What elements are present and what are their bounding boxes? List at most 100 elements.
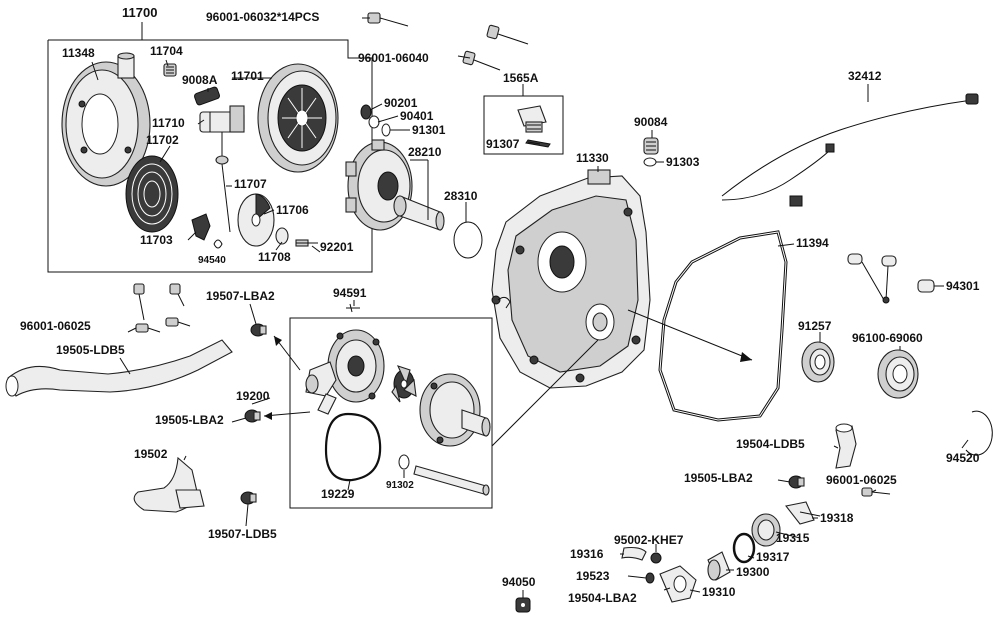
pump-impeller	[391, 365, 417, 403]
label-11394: 11394	[796, 236, 829, 250]
bolt-06025-right	[861, 487, 891, 497]
label-96001-06025-left: 96001-06025	[20, 319, 91, 333]
clamp-19507-lba2	[250, 323, 267, 337]
ring-91303	[643, 157, 657, 167]
starter-rope	[215, 132, 231, 233]
clamp-19507-ldb5	[240, 491, 257, 505]
label-90201: 90201	[384, 96, 418, 110]
label-96001-06025-right: 96001-06025	[826, 473, 897, 487]
label-96001-06032: 96001-06032*14PCS	[206, 10, 320, 24]
label-11348: 11348	[62, 46, 95, 60]
label-9008A: 9008A	[182, 73, 218, 87]
label-94301: 94301	[946, 279, 980, 293]
pad-part	[194, 86, 220, 106]
recoil-pulley	[257, 63, 339, 173]
label-95002-khe7: 95002-KHE7	[614, 533, 684, 547]
label-19300: 19300	[736, 565, 770, 579]
clamp-95002	[650, 552, 662, 564]
washer	[275, 227, 289, 245]
label-92201: 92201	[320, 240, 354, 254]
o-ring-19317	[732, 532, 756, 564]
starter-handle	[199, 105, 245, 133]
cover-gasket	[658, 230, 788, 422]
drain-plug	[517, 105, 547, 133]
label-91307: 91307	[486, 137, 520, 151]
label-11700: 11700	[122, 5, 158, 20]
label-94540: 94540	[198, 255, 226, 266]
label-90084: 90084	[634, 115, 668, 129]
label-32412: 32412	[848, 69, 882, 83]
crankcase-cover	[491, 169, 651, 389]
label-28210: 28210	[408, 145, 442, 159]
label-19504-ldb5: 19504-LDB5	[736, 437, 805, 451]
spiral-spring	[125, 155, 179, 233]
ball-bearing	[877, 349, 919, 399]
pin-94591	[346, 303, 360, 313]
bolt-06040-a	[486, 24, 529, 45]
clamp-19505-lba2-left	[244, 409, 261, 423]
label-19200: 19200	[236, 389, 270, 403]
small-bolt	[295, 239, 318, 247]
label-11706: 11706	[276, 203, 309, 217]
label-91301: 91301	[412, 123, 446, 137]
bolts-06025-left	[133, 283, 191, 333]
bolt-06032	[367, 12, 409, 27]
small-clip	[213, 239, 223, 249]
label-19504-lba2: 19504-LBA2	[568, 591, 637, 605]
label-90401: 90401	[400, 109, 434, 123]
group-frame-11700	[47, 39, 373, 273]
pump-gasket	[324, 412, 382, 482]
label-28310: 28310	[444, 189, 478, 203]
ring-91301	[381, 123, 391, 137]
short-coolant-hose	[133, 456, 205, 513]
label-19523: 19523	[576, 569, 610, 583]
label-11708: 11708	[258, 250, 291, 264]
label-91257: 91257	[798, 319, 832, 333]
label-11701: 11701	[231, 69, 264, 83]
clip-near-cover	[497, 296, 511, 309]
clamp-19505-lba2-right	[788, 475, 805, 489]
o-ring-91302	[398, 454, 410, 470]
recoil-housing	[61, 52, 151, 187]
spring-90084	[643, 137, 659, 155]
label-96001-06040: 96001-06040	[358, 51, 429, 65]
label-19505-lba2-left: 19505-LBA2	[155, 413, 224, 427]
label-19315: 19315	[776, 531, 810, 545]
label-11703: 11703	[140, 233, 173, 247]
label-19318: 19318	[820, 511, 854, 525]
friction-plate	[237, 193, 275, 247]
label-11704: 11704	[150, 44, 183, 58]
thermostat-housing	[659, 565, 697, 603]
pump-housing	[419, 373, 491, 447]
label-19505-lba2-right: 19505-LBA2	[684, 471, 753, 485]
nut-94050	[515, 597, 531, 613]
label-91302: 91302	[386, 480, 414, 491]
label-11710: 11710	[152, 116, 185, 130]
group-frame-19200	[289, 317, 493, 509]
label-94520: 94520	[946, 451, 980, 465]
thermostat	[707, 551, 731, 581]
label-11702: 11702	[146, 133, 179, 147]
label-19310: 19310	[702, 585, 736, 599]
hose-19504-ldb5	[835, 423, 857, 469]
label-1565A: 1565A	[503, 71, 539, 85]
label-19229: 19229	[321, 487, 355, 501]
oil-seal	[801, 341, 835, 383]
bolt-06040-b	[462, 50, 501, 71]
label-96100-69060: 96100-69060	[852, 331, 923, 345]
label-19505-ldb5: 19505-LDB5	[56, 343, 125, 357]
label-19317: 19317	[756, 550, 790, 564]
label-11707: 11707	[234, 177, 267, 191]
wire-harness	[721, 93, 979, 207]
label-11330: 11330	[576, 151, 609, 165]
label-19507-ldb5: 19507-LDB5	[208, 527, 277, 541]
leader-lines	[91, 17, 969, 598]
small-hose-19316	[621, 546, 647, 561]
thermostat-cap	[751, 513, 781, 547]
small-spring	[163, 63, 177, 77]
ratchet-pawl	[191, 213, 211, 241]
label-94050: 94050	[502, 575, 536, 589]
label-91303: 91303	[666, 155, 700, 169]
label-94591: 94591	[333, 286, 367, 300]
